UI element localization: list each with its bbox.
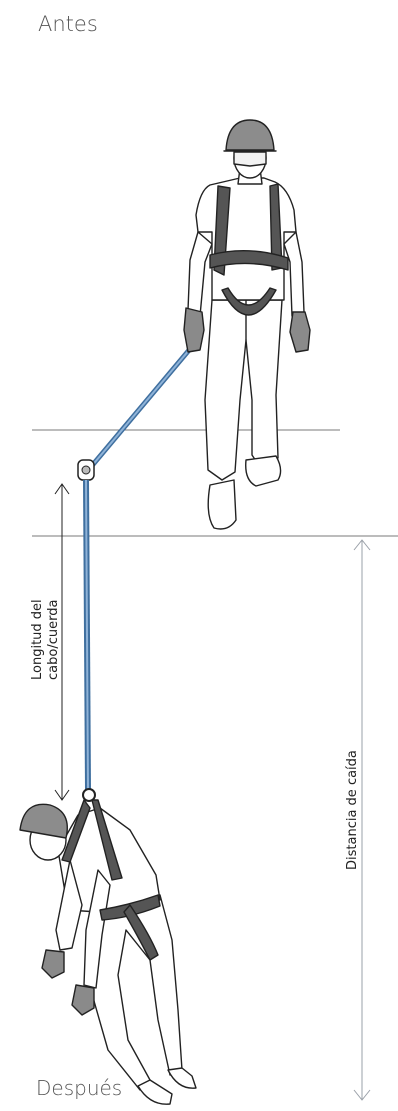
rope-length-label-line1: Longitud del — [30, 599, 45, 680]
lower-dring-icon — [83, 789, 95, 801]
fallen-worker — [20, 800, 196, 1104]
rope-length-label-line2: cabo/cuerda — [46, 600, 61, 680]
anchor-hook-icon — [78, 460, 94, 480]
standing-worker — [184, 120, 310, 529]
fall-distance-label: Distancia de caída — [345, 750, 360, 870]
after-label: Después — [36, 1076, 122, 1100]
